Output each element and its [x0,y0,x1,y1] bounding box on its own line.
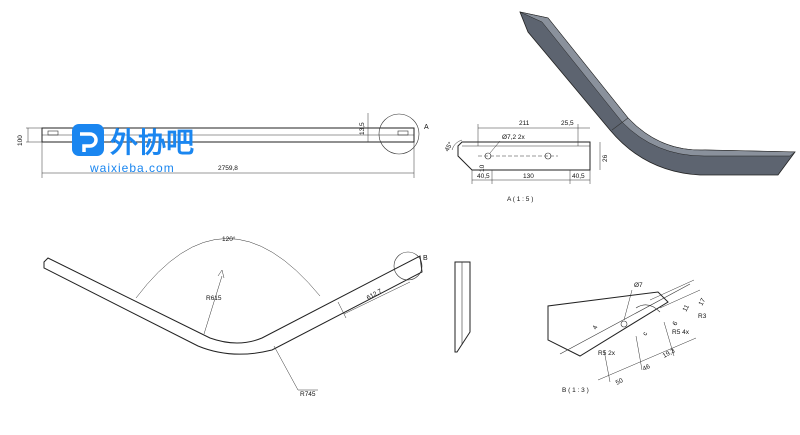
dim-6: 6 [672,320,680,327]
detail-ref-a: A [424,124,429,131]
watermark-brand: 外协吧 [110,126,194,159]
dim-hole: Ø7,2 2x [502,134,526,141]
side-view [454,261,471,353]
dim-height: 26 [602,154,609,162]
leg-length: 612,7 [366,288,384,302]
detail-a: 211 25,5 Ø7,2 2x 26 45° 10 40,5 130 40,5… [443,120,609,203]
dim-angle: 45° [443,140,455,153]
dim-193: 19,3 [662,347,677,359]
height-dim: 100 [17,135,24,146]
dim-r3: R3 [698,313,707,320]
angle-arc [135,238,321,299]
dim-r5b: R5 2x [598,350,616,357]
dim-c: c [642,330,650,337]
iso-view [519,11,796,176]
thickness-dim: 13,5 [359,122,366,135]
dim-left: 40,5 [477,173,490,180]
dim-50: 50 [615,377,625,387]
leg-dim-line [343,281,411,315]
logo-icon [72,124,104,156]
dim-edge: 25,5 [561,120,574,127]
dim-r5a: R5 4x [672,329,690,336]
logo-glyph-icon [80,132,98,152]
slot-left [47,130,59,136]
detail-b: Ø7 17 11 6 R3 R5 4x R5 2x 4 c 50 46 19,3… [547,279,708,394]
dim-11: 11 [682,303,692,313]
bend-view: 120° R615 R745 612,7 B [43,235,428,398]
bend-angle: 120° [222,235,236,243]
hole-b [620,320,628,328]
detail-circle-a [378,113,420,155]
side-profile [454,261,471,353]
dim-hole-b: Ø7 [634,282,643,289]
detail-ref-b: B [423,255,428,262]
detail-b-title: B ( 1 : 3 ) [562,387,589,394]
part-3d-top-face [519,11,796,157]
dim-46: 46 [642,363,652,373]
inner-radius: R615 [206,295,222,302]
detail-a-title: A ( 1 : 5 ) [507,196,533,203]
detail-b-section [547,291,669,357]
outer-radius: R745 [300,391,316,398]
top-view: 100 2759,8 13,5 A [17,113,429,178]
watermark: 外协吧 waixieba.com [72,124,194,175]
dim-mid: 130 [523,173,534,180]
dim-4: 4 [592,324,600,331]
detail-circle-b [393,251,423,281]
dim-small: 10 [479,164,486,172]
dim-width: 211 [519,120,530,127]
bend-outline [43,255,423,355]
slot-right [397,130,409,136]
length-dim: 2759,8 [218,165,238,172]
dim-right: 40,5 [572,173,585,180]
dim-17: 17 [698,297,708,307]
watermark-url: waixieba.com [89,161,175,175]
